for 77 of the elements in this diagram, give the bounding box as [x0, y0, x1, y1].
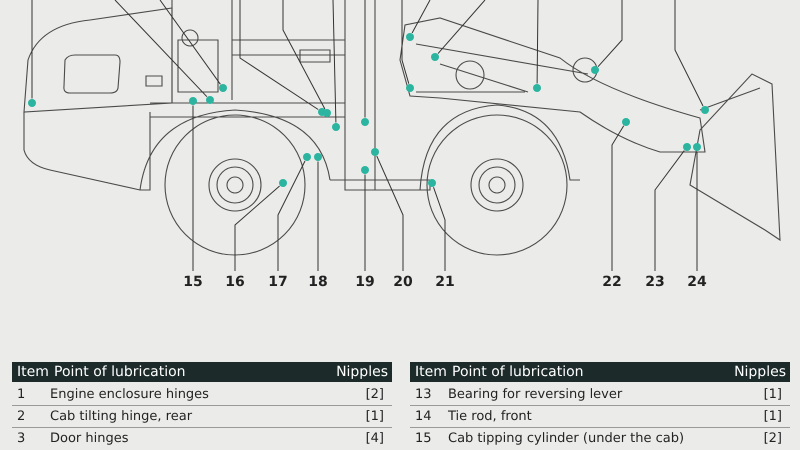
- column-header: Point of lubrication: [54, 363, 186, 382]
- leader-line: [114, 0, 208, 98]
- lubrication-point-marker: [406, 84, 414, 92]
- lubrication-point: Engine enclosure hinges: [50, 386, 209, 404]
- item-number: 15: [415, 430, 432, 448]
- column-header: Point of lubrication: [452, 363, 584, 382]
- lubrication-point-marker: [219, 84, 227, 92]
- leader-line: [674, 0, 704, 106]
- leader-line: [376, 156, 404, 272]
- leader-line: [240, 0, 319, 110]
- lubrication-point-marker: [206, 96, 214, 104]
- lubrication-point: Bearing for reversing lever: [448, 386, 622, 404]
- lubrication-point: Tie rod, front: [448, 408, 532, 426]
- lubrication-point: Cab tilting hinge, rear: [50, 408, 192, 426]
- lubrication-point-marker: [323, 109, 331, 117]
- lubrication-point-marker: [371, 148, 379, 156]
- item-number: 13: [415, 386, 432, 404]
- item-number: 14: [415, 408, 432, 426]
- nipple-count: [1]: [764, 386, 782, 404]
- lubrication-point-marker: [28, 99, 36, 107]
- lubrication-point: Door hinges: [50, 430, 129, 448]
- callout-number: 19: [350, 273, 380, 291]
- lubrication-point-marker: [189, 97, 197, 105]
- callout-number: 18: [303, 273, 333, 291]
- leader-line: [282, 0, 326, 110]
- lubrication-point-marker: [361, 118, 369, 126]
- leader-line: [438, 0, 486, 54]
- leader-line: [364, 0, 366, 118]
- leader-line: [696, 151, 698, 272]
- lubrication-point-marker: [431, 53, 439, 61]
- callout-number: 24: [682, 273, 712, 291]
- item-number: 1: [17, 386, 26, 404]
- leader-line: [412, 0, 430, 34]
- leader-line: [332, 0, 336, 123]
- leader-line: [192, 105, 194, 272]
- lubrication-point-marker: [303, 153, 311, 161]
- lubrication-point-marker: [683, 143, 691, 151]
- column-header: Item: [17, 363, 49, 382]
- callout-number: 23: [640, 273, 670, 291]
- leader-line: [234, 186, 280, 272]
- nipple-count: [2]: [764, 430, 782, 448]
- leader-line: [598, 0, 622, 68]
- lubrication-point-marker: [279, 179, 287, 187]
- lubrication-point-marker: [591, 66, 599, 74]
- callout-number: 15: [178, 273, 208, 291]
- callout-number: 21: [430, 273, 460, 291]
- lubrication-point-marker: [693, 143, 701, 151]
- leader-line: [364, 174, 366, 272]
- lubrication-point-marker: [361, 166, 369, 174]
- callout-number: 16: [220, 273, 250, 291]
- column-header: Nipples: [734, 363, 786, 382]
- lubrication-point-marker: [314, 153, 322, 161]
- item-number: 2: [17, 408, 26, 426]
- lubrication-point-marker: [533, 84, 541, 92]
- nipple-count: [1]: [366, 408, 384, 426]
- item-number: 3: [17, 430, 26, 448]
- lubrication-point-marker: [428, 179, 436, 187]
- lubrication-point-marker: [332, 123, 340, 131]
- nipple-count: [2]: [366, 386, 384, 404]
- leader-line: [433, 186, 446, 272]
- nipple-count: [1]: [764, 408, 782, 426]
- column-header: Item: [415, 363, 447, 382]
- nipple-count: [4]: [366, 430, 384, 448]
- callout-number: 20: [388, 273, 418, 291]
- leader-line: [402, 0, 410, 84]
- leader-line: [654, 150, 685, 272]
- callout-number: 22: [597, 273, 627, 291]
- callout-number: 17: [263, 273, 293, 291]
- lubrication-point: Cab tipping cylinder (under the cab): [448, 430, 684, 448]
- leader-line: [160, 0, 221, 85]
- leader-line: [536, 0, 538, 84]
- leader-line: [278, 160, 306, 272]
- column-header: Nipples: [336, 363, 388, 382]
- lubrication-point-marker: [622, 118, 630, 126]
- leader-line: [612, 125, 624, 272]
- lubrication-point-marker: [406, 33, 414, 41]
- lubrication-point-marker: [701, 106, 709, 114]
